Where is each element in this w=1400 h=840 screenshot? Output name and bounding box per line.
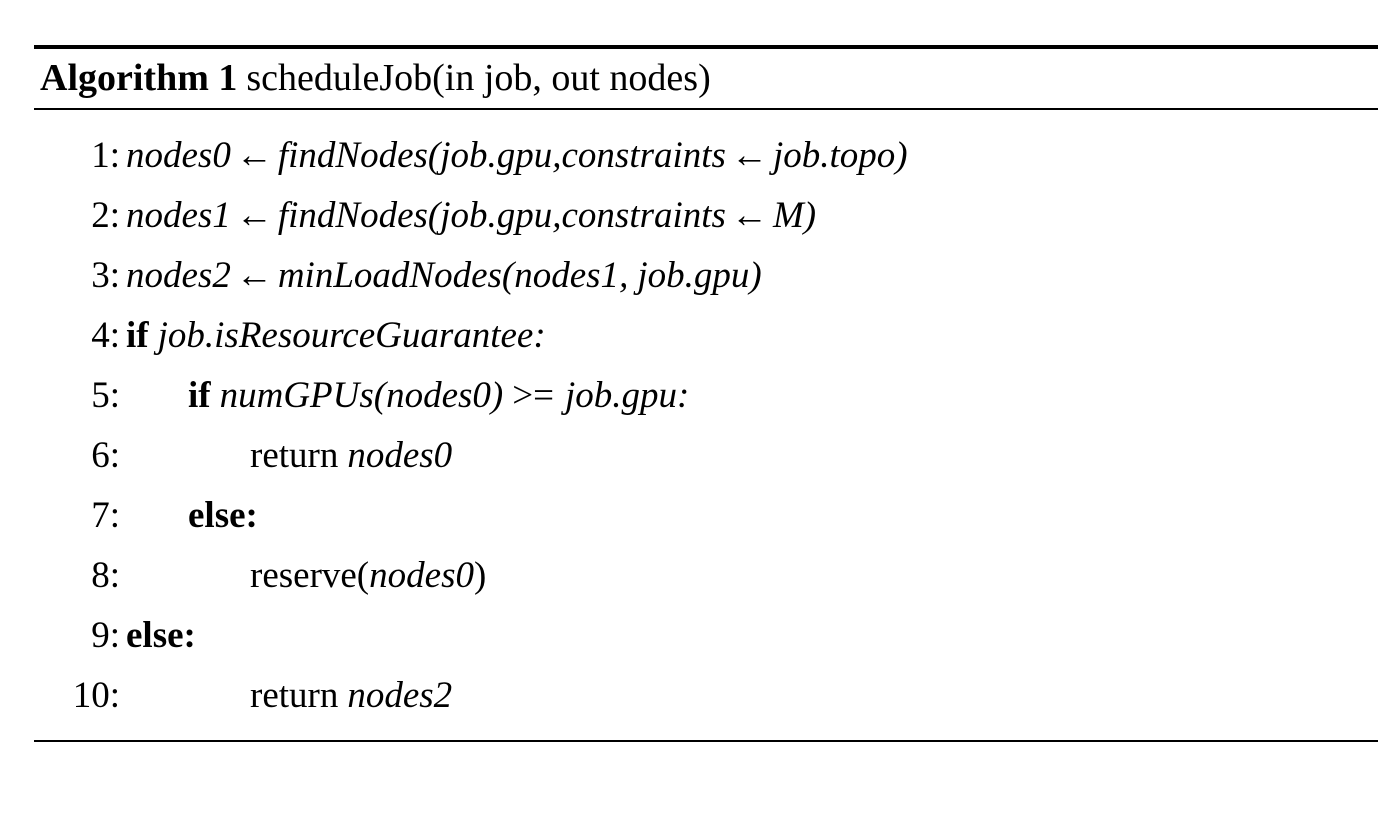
line-number: 2:: [91, 195, 120, 237]
argument-3: M: [772, 195, 804, 237]
return-statement: return: [250, 435, 339, 477]
keyword-else: else: [126, 614, 184, 656]
argument-2: constraints: [561, 195, 726, 237]
function-call: reserve(: [250, 554, 370, 596]
function-call: numGPUs(: [219, 375, 387, 417]
assign-target: nodes1: [126, 195, 231, 237]
colon: :: [533, 315, 546, 357]
keyword-if: if: [126, 315, 149, 357]
algorithm-steps: 1: nodes0←findNodes(job.gpu,constraints←…: [34, 110, 1378, 739]
algorithm-bottom-rule: [34, 739, 1378, 742]
close-paren: ): [895, 135, 908, 177]
argument-2: job.gpu: [564, 375, 678, 417]
algorithm-line-2: 2: nodes1←findNodes(job.gpu,constraints←…: [34, 186, 1378, 246]
algorithm-line-1: 1: nodes0←findNodes(job.gpu,constraints←…: [34, 126, 1378, 186]
line-body: else:: [126, 606, 1378, 666]
argument-separator: ,: [619, 255, 629, 297]
argument-1: job.gpu: [440, 195, 553, 237]
argument-2: constraints: [561, 135, 726, 177]
keyword-if: if: [188, 375, 211, 417]
algorithm-line-3: 3: nodes2←minLoadNodes(nodes1,job.gpu): [34, 246, 1378, 306]
return-value: nodes2: [347, 674, 453, 716]
line-number: 1:: [91, 135, 120, 177]
line-body: nodes0←findNodes(job.gpu,constraints←job…: [126, 126, 1378, 186]
argument-1: nodes0: [386, 375, 491, 417]
assign-arrow-icon: ←: [235, 195, 273, 237]
argument-1: nodes1: [514, 255, 620, 297]
argument-separator: ,: [552, 135, 562, 177]
argument-separator: ,: [552, 195, 562, 237]
close-paren: ): [490, 375, 504, 417]
line-number: 3:: [91, 255, 120, 297]
line-number: 9:: [91, 614, 120, 656]
line-number: 7:: [91, 494, 120, 536]
assign-target: nodes2: [126, 255, 231, 297]
line-body: else:: [126, 486, 1378, 546]
algorithm-signature: scheduleJob(in job, out nodes): [246, 57, 711, 99]
keyword-else: else: [188, 494, 246, 536]
argument-1: job.gpu: [440, 135, 553, 177]
condition-expression: job.isResourceGuarantee: [157, 315, 534, 357]
argument-3: job.topo: [772, 135, 896, 177]
line-number: 5:: [91, 375, 120, 417]
algorithm-caption-rule: [34, 108, 1378, 111]
function-call: minLoadNodes(: [277, 255, 515, 297]
return-statement: return: [250, 674, 339, 716]
line-body: nodes2←minLoadNodes(nodes1,job.gpu): [126, 246, 1378, 306]
algorithm-line-8: 8: reserve(nodes0): [34, 546, 1378, 606]
line-number: 4:: [91, 315, 120, 357]
assign-arrow-icon: ←: [730, 195, 768, 237]
assign-arrow-icon: ←: [235, 255, 273, 297]
line-body: reserve(nodes0): [126, 546, 1378, 606]
algorithm-line-7: 7: else:: [34, 486, 1378, 546]
algorithm-line-9: 9: else:: [34, 606, 1378, 666]
algorithm-label: Algorithm 1: [40, 57, 238, 99]
close-paren: ): [473, 554, 487, 596]
colon: :: [245, 494, 258, 536]
colon: :: [183, 614, 196, 656]
comparison-operator: >=: [512, 375, 554, 417]
close-paren: ): [749, 255, 762, 297]
assign-arrow-icon: ←: [235, 135, 273, 177]
line-number: 8:: [91, 554, 120, 596]
colon: :: [677, 375, 690, 417]
algorithm-top-rule: [34, 45, 1378, 49]
function-call: findNodes(: [277, 135, 441, 177]
line-number: 10:: [72, 674, 120, 716]
argument-1: nodes0: [369, 554, 474, 596]
assign-target: nodes0: [126, 135, 231, 177]
function-call: findNodes(: [277, 195, 441, 237]
line-body: nodes1←findNodes(job.gpu,constraints←M): [126, 186, 1378, 246]
line-number: 6:: [91, 435, 120, 477]
close-paren: ): [803, 195, 817, 237]
return-value: nodes0: [347, 435, 453, 477]
argument-2: job.gpu: [637, 255, 750, 297]
assign-arrow-icon: ←: [730, 135, 768, 177]
